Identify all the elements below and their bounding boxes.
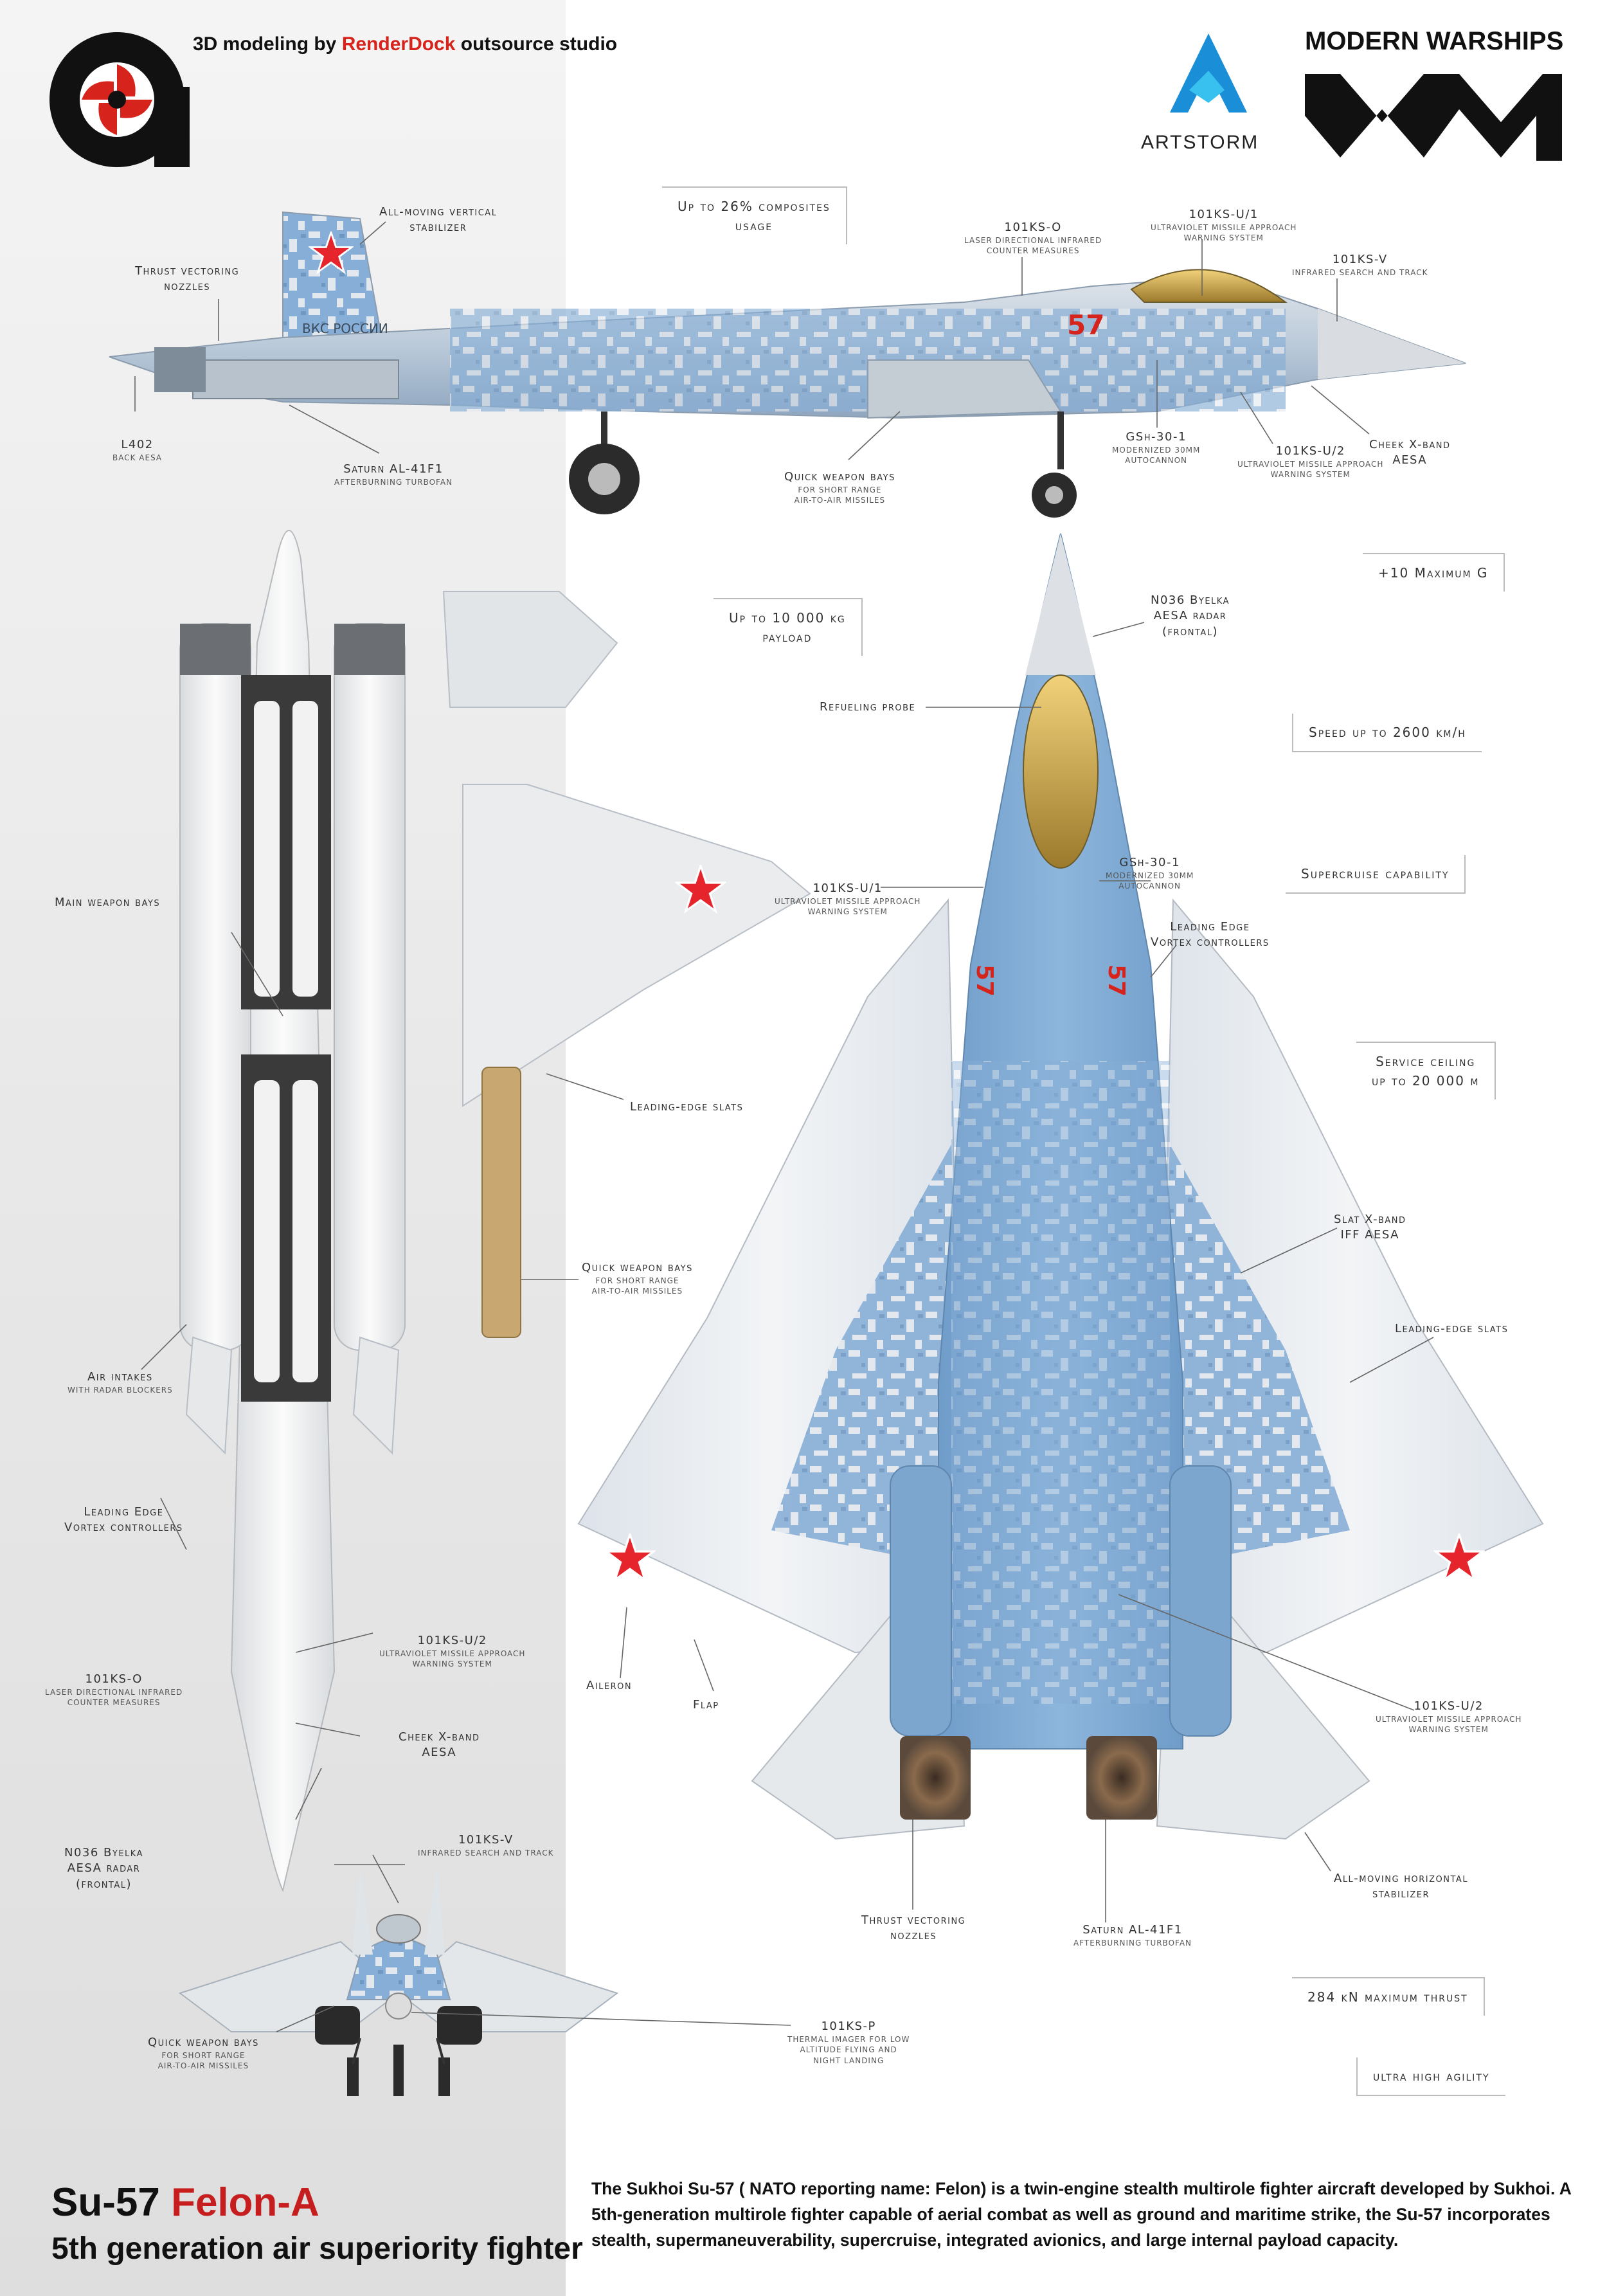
label-101ks-u2-bottom: 101KS-U/2 Ultraviolet missile approach w…: [379, 1634, 526, 1669]
leader-lines: [134, 221, 1434, 2032]
label-quick-bays-front: Quick weapon bays for short range air-to…: [148, 2036, 259, 2071]
label-thrust-vectoring-top: Thrust vectoring nozzles: [861, 1913, 966, 1943]
spec-speed: Speed up to 2600 km/h: [1292, 714, 1482, 752]
label-lev-top: Leading Edge Vortex controllers: [1151, 920, 1270, 950]
renderdock-logo: [49, 32, 190, 167]
label-vertical-stabilizer: All-moving vertical stabilizer: [379, 205, 498, 235]
label-thrust-vectoring-side: Thrust vectoring nozzles: [135, 264, 240, 294]
studio-suffix: outsource studio: [460, 33, 618, 55]
aircraft-name: Su-57 Felon-A: [51, 2180, 319, 2225]
label-quick-bays-bottom: Quick weapon bays for short range air-to…: [582, 1261, 693, 1296]
label-n036-top: N036 Byelka AESA radar (frontal): [1151, 593, 1230, 638]
label-leading-edge-slats-top: Leading-edge slats: [1395, 1322, 1509, 1335]
modern-warships-logo: [1305, 74, 1562, 161]
spec-payload: Up to 10 000 kg payload: [714, 598, 863, 656]
label-air-intakes: Air intakes with radar blockers: [67, 1370, 173, 1395]
label-101ks-v-front: 101KS-V Infrared search and track: [418, 1833, 554, 1858]
label-gsh-side: GSh-30-1 modernized 30mm autocannon: [1112, 430, 1201, 466]
label-101ks-v-side: 101KS-V Infrared search and track: [1292, 253, 1428, 278]
artstorm-wordmark: ARTSTORM: [1141, 132, 1259, 153]
label-slat-iff: Slat X-band IFF AESA: [1334, 1213, 1406, 1242]
label-flap: Flap: [693, 1698, 719, 1712]
label-l402: L402 back AESA: [112, 438, 163, 463]
studio-credit: 3D modeling by RenderDock outsource stud…: [193, 33, 617, 55]
spec-thrust: 284 kN maximum thrust: [1292, 1977, 1485, 2016]
label-refueling-probe: Refueling probe: [820, 700, 916, 714]
aircraft-nato-name: Felon-A: [171, 2180, 319, 2225]
label-horizontal-stabilizer: All-moving horizontal stabilizer: [1334, 1872, 1469, 1901]
studio-name: RenderDock: [341, 33, 456, 55]
side-view-aircraft: [109, 211, 1466, 518]
label-101ks-u1-top: 101KS-U/1 Ultraviolet missile approach w…: [775, 881, 921, 917]
label-saturn-side: Saturn AL-41F1 afterburning turbofan: [334, 462, 453, 487]
bottom-view-aircraft: [179, 530, 811, 1892]
label-lev-bottom: Leading Edge Vortex controllers: [64, 1505, 183, 1535]
label-101ks-p: 101KS-P thermal imager for low altitude …: [787, 2020, 910, 2065]
label-leading-edge-slats-bottom: Leading-edge slats: [630, 1100, 744, 1114]
spec-composites: Up to 26% composites usage: [662, 186, 847, 244]
side-tail-number: 57: [1067, 309, 1104, 341]
studio-prefix: 3D modeling by: [193, 33, 337, 55]
label-101ks-o-side: 101KS-O Laser Directional Infrared Count…: [964, 221, 1102, 256]
label-saturn-top: Saturn AL-41F1 afterburning turbofan: [1073, 1923, 1192, 1948]
front-view-aircraft: [178, 1865, 619, 2096]
spec-ceiling: Service ceiling up to 20 000 m: [1356, 1042, 1496, 1099]
label-n036-bottom: N036 Byelka AESA radar (frontal): [64, 1846, 143, 1891]
spec-supercruise: Supercruise capability: [1286, 855, 1466, 894]
spec-agility: ultra high agility: [1356, 2057, 1505, 2096]
game-title: MODERN WARSHIPS: [1305, 27, 1564, 55]
label-cheek-side: Cheek X-band AESA: [1369, 438, 1451, 467]
fuselage-marking: ВКС РОССИИ: [302, 321, 388, 336]
label-main-weapon-bays: Main weapon bays: [55, 896, 161, 909]
label-101ks-u2-top: 101KS-U/2 Ultraviolet missile approach w…: [1376, 1699, 1522, 1735]
aircraft-description: The Sukhoi Su-57 ( NATO reporting name: …: [591, 2179, 1571, 2250]
label-quick-bays-side: Quick weapon bays for short range air-to…: [784, 470, 895, 505]
top-view-aircraft: [577, 533, 1544, 1840]
artstorm-logo: [1170, 33, 1247, 113]
aircraft-model: Su-57: [51, 2180, 160, 2225]
label-aileron: Aileron: [586, 1679, 633, 1692]
top-nose-number-left: 57: [971, 964, 998, 997]
spec-max-g: +10 Maximum G: [1363, 553, 1505, 592]
label-gsh-top: GSh-30-1 modernized 30mm autocannon: [1106, 856, 1194, 891]
label-101ks-o-bottom: 101KS-O Laser Directional infrared Count…: [45, 1672, 183, 1708]
aircraft-subtitle: 5th generation air superiority fighter: [51, 2232, 583, 2266]
label-101ks-u2-side: 101KS-U/2 Ultraviolet missile approach w…: [1237, 444, 1384, 480]
top-nose-number-right: 57: [1103, 964, 1129, 997]
label-101ks-u1-side: 101KS-U/1 Ultraviolet missile approach w…: [1151, 208, 1297, 243]
label-cheek-bottom: Cheek X-band AESA: [399, 1730, 480, 1760]
